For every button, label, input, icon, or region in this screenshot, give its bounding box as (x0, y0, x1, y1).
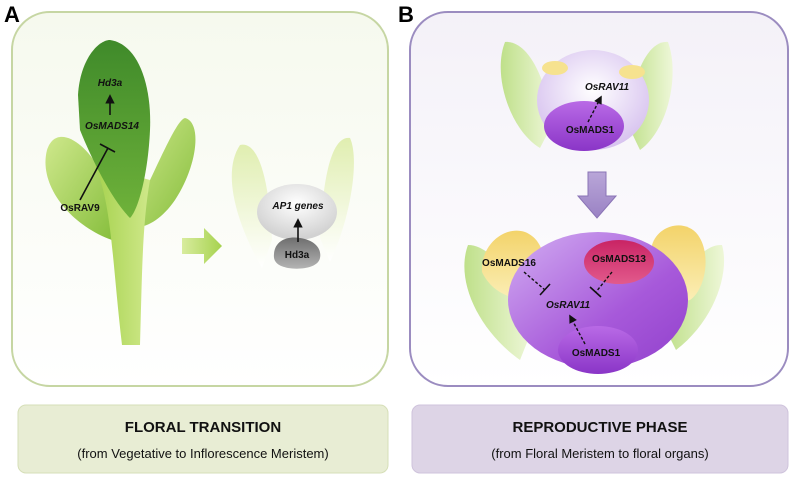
transition-arrow (182, 228, 222, 264)
left-leaf (45, 136, 115, 240)
floral-organs-illustration (464, 225, 725, 374)
caption-a-subtitle: (from Vegetative to Inflorescence Merist… (77, 446, 328, 461)
panel-a-letter: A (4, 2, 20, 27)
fm-leaf-left (500, 41, 552, 148)
caption-b-subtitle: (from Floral Meristem to floral organs) (491, 446, 708, 461)
osmads1-bottom-label: OsMADS1 (572, 348, 621, 359)
fo-osmads1-shape (558, 326, 638, 374)
hd3a-protein-shape (273, 237, 321, 269)
phase-arrow (576, 171, 618, 219)
stem (95, 165, 150, 345)
caption-b-title: REPRODUCTIVE PHASE (512, 419, 687, 436)
ap1-genes-label: AP1 genes (271, 201, 324, 212)
osrav11-bottom-label: OsRAV11 (546, 300, 591, 311)
caption-b-box (411, 404, 789, 474)
fm-yellow-left (542, 61, 568, 75)
osmads14-label: OsMADS14 (85, 121, 139, 132)
fm-yellow-right (619, 65, 645, 79)
osrav11-bottom-arrow (569, 314, 586, 345)
pale-leaf-left (231, 144, 272, 268)
pale-leaf-right (320, 137, 354, 262)
osmads13-label: OsMADS13 (592, 254, 646, 265)
meristem-dome (257, 184, 337, 240)
inflorescence-meristem-illustration (231, 137, 354, 269)
hd3a-label: Hd3a (98, 78, 123, 89)
rice-plant-illustration (45, 40, 196, 345)
osrav9-inhibition-line (79, 147, 109, 201)
fm-osmads1-shape (544, 101, 624, 151)
osrav9-label: OsRAV9 (60, 203, 100, 214)
panel-b-letter: B (398, 2, 414, 27)
osmads13-inhibition-bar (589, 286, 602, 298)
caption-a-box (17, 404, 389, 474)
caption-a-title: FLORAL TRANSITION (125, 419, 281, 436)
osmads1-top-label: OsMADS1 (566, 125, 615, 136)
flag-leaf (78, 40, 151, 218)
fo-green-left (464, 245, 532, 360)
floral-meristem-illustration (500, 41, 673, 151)
osrav9-inhibition-bar (99, 143, 116, 153)
osmads13-inhibition-line (595, 271, 613, 293)
fo-osmads13-shape (584, 240, 654, 284)
osrav11-top-label: OsRAV11 (585, 82, 630, 93)
hd3a-protein-label: Hd3a (285, 250, 310, 261)
osmads16-inhibition-bar (539, 283, 551, 296)
osmads16-label: OsMADS16 (482, 258, 536, 269)
